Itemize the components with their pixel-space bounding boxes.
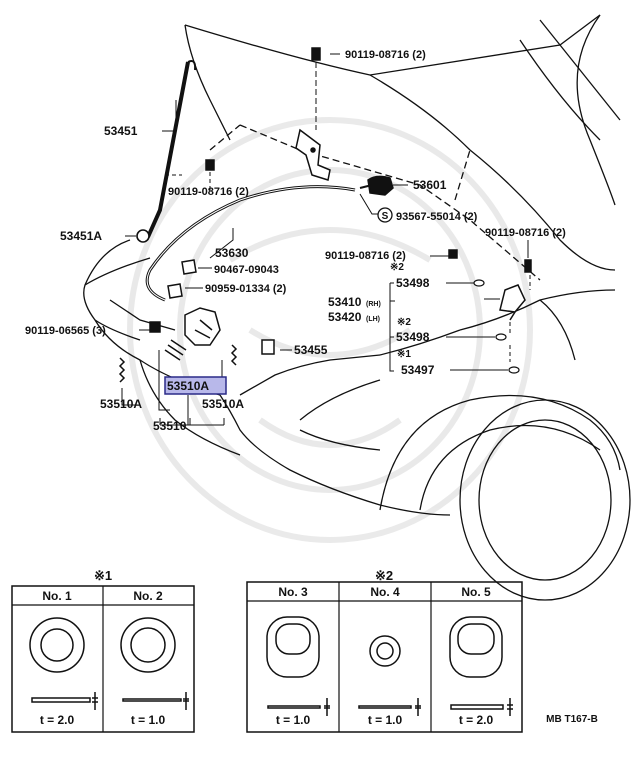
mark2-b: ※2 [397, 317, 411, 328]
label-53510A-right[interactable]: 53510A [202, 397, 244, 411]
label-53498-mid[interactable]: 53498 [396, 330, 430, 344]
label-90119-06565[interactable]: 90119-06565 (3) [25, 325, 106, 337]
mark2-a: ※2 [390, 262, 404, 273]
label-53410[interactable]: 53410 [328, 295, 362, 309]
table2-header-4: No. 4 [370, 585, 400, 599]
hood-support-rod [136, 60, 197, 243]
table2-thickness-3: t = 1.0 [276, 713, 311, 727]
label-53510[interactable]: 53510 [153, 419, 187, 433]
table2-thickness-4: t = 1.0 [368, 713, 403, 727]
hood-lock [184, 307, 221, 346]
release-lever [367, 175, 394, 196]
label-53455[interactable]: 53455 [294, 343, 328, 357]
hood-hinge-right [499, 284, 526, 321]
springs [118, 339, 238, 383]
label-93567-55014[interactable]: 93567-55014 (2) [396, 211, 478, 223]
shim-no5-icon [449, 616, 513, 716]
shim-no4-icon [358, 635, 421, 716]
hood-hinge-left [295, 128, 331, 181]
table2-mark: ※2 [375, 568, 393, 583]
diagram-code: MB T167-B [546, 714, 598, 725]
highlight-53510A[interactable] [164, 376, 227, 395]
part-labels: 90119-08716 (2) 53451 53451A 90119-08716… [25, 49, 566, 433]
shim-table-2: ※2 No. 3 No. 4 No. 5 t = 1.0 t = 1.0 t =… [246, 568, 523, 733]
label-90119-08716-rightmid[interactable]: 90119-08716 (2) [325, 250, 406, 262]
shim-no3-icon [266, 616, 330, 716]
label-53510A-left[interactable]: 53510A [100, 397, 142, 411]
table2-thickness-5: t = 2.0 [459, 713, 494, 727]
table2-header-3: No. 3 [278, 585, 308, 599]
bolts [149, 47, 532, 355]
leader-lines [121, 53, 531, 426]
label-53498-top[interactable]: 53498 [396, 276, 430, 290]
table1-header-1: No. 1 [42, 589, 72, 603]
s-mark-circle [377, 207, 393, 223]
mark1: ※1 [397, 349, 411, 360]
label-53420-lh: (LH) [366, 316, 380, 323]
label-53451[interactable]: 53451 [104, 124, 138, 138]
table1-thickness-2: t = 1.0 [131, 713, 166, 727]
label-53420[interactable]: 53420 [328, 310, 362, 324]
shim-no2-icon [120, 617, 189, 710]
table1-header-2: No. 2 [133, 589, 163, 603]
label-53497[interactable]: 53497 [401, 363, 435, 377]
label-53630[interactable]: 53630 [215, 246, 249, 260]
label-90119-08716-right[interactable]: 90119-08716 (2) [485, 227, 566, 239]
shim-no1-icon [29, 617, 98, 710]
label-53601[interactable]: 53601 [413, 178, 447, 192]
label-90119-08716-top[interactable]: 90119-08716 (2) [345, 49, 426, 61]
table1-thickness-1: t = 2.0 [40, 713, 75, 727]
label-90119-08716-mid[interactable]: 90119-08716 (2) [168, 186, 249, 198]
label-90467-09043[interactable]: 90467-09043 [214, 264, 279, 276]
table1-mark: ※1 [94, 568, 112, 583]
label-53510A-highlight[interactable]: 53510A [167, 379, 209, 393]
car-body-outline [83, 14, 631, 601]
table2-header-5: No. 5 [461, 585, 491, 599]
label-90959-01334[interactable]: 90959-01334 (2) [205, 283, 287, 295]
label-53410-rh: (RH) [366, 301, 381, 308]
label-53451A[interactable]: 53451A [60, 229, 102, 243]
cushions [473, 279, 520, 374]
shim-table-1: ※1 No. 1 No. 2 t = 2.0 t = 1.0 [11, 568, 195, 733]
s-mark: S [382, 211, 389, 222]
